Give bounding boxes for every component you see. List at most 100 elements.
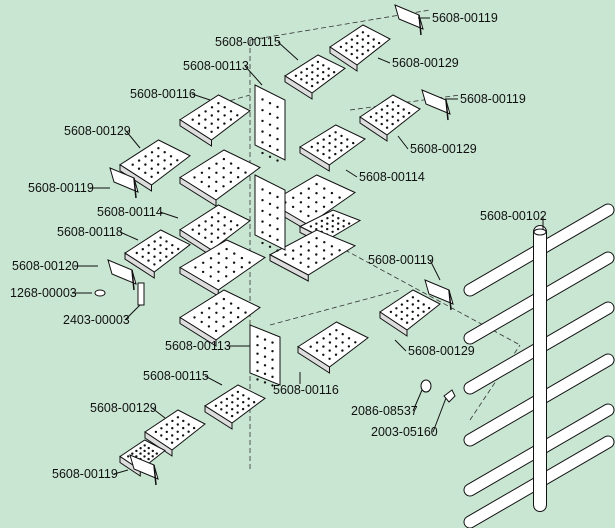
perforation-hole (223, 114, 226, 117)
part-number-label: 5608-00119 (432, 11, 498, 25)
perforation-hole (231, 408, 234, 411)
perforation-hole (261, 108, 264, 112)
perforation-hole (276, 195, 279, 199)
perforation-hole (244, 311, 247, 314)
pin-2403-00003 (137, 282, 145, 306)
perforation-hole (397, 104, 400, 108)
perforation-hole (247, 404, 250, 407)
perforation-hole (155, 452, 158, 455)
perforation-hole (299, 201, 303, 204)
perforation-hole (320, 219, 324, 223)
perforation-hole (386, 104, 389, 108)
perforation-hole (229, 311, 233, 314)
perforation-hole (236, 411, 239, 414)
bracket (109, 167, 139, 199)
perforation-hole (417, 299, 420, 303)
perforation-hole (400, 317, 403, 321)
perforation-hole (400, 310, 403, 314)
perforation-hole (215, 320, 218, 323)
part-number-label: 5608-00118 (57, 225, 123, 239)
perforation-hole (229, 180, 232, 183)
part-number-label: 5608-00129 (64, 124, 131, 138)
perforation-hole (299, 253, 303, 256)
perforation-hole (331, 225, 334, 228)
perforation-hole (305, 67, 309, 71)
perforation-hole (268, 192, 272, 195)
perforation-hole (171, 434, 174, 437)
perforation-hole (411, 310, 414, 313)
pipe-rack-5608-00102 (463, 203, 615, 528)
perforation-hole (299, 261, 302, 264)
perforation-hole (276, 206, 279, 209)
perforation-hole (210, 224, 213, 227)
perforation-hole (345, 49, 348, 52)
perforation-hole (229, 228, 233, 231)
perforation-hole (165, 247, 168, 251)
perforation-hole (407, 111, 411, 115)
perforation-hole (261, 151, 264, 155)
perforation-hole (131, 163, 134, 166)
perforation-hole (217, 279, 220, 283)
tray-edge (179, 176, 217, 207)
part-number-label: 5608-00120 (12, 259, 79, 273)
tray-edge (179, 316, 217, 347)
perforation-hole (215, 302, 218, 305)
perforation-hole (182, 419, 185, 423)
elbow-2003-05160 (443, 389, 456, 403)
perforation-hole (157, 163, 160, 166)
tray (204, 384, 266, 430)
perforation-hole (261, 198, 264, 202)
perforation-hole (197, 232, 201, 235)
perforation-hole (225, 411, 228, 414)
perforation-hole (141, 255, 144, 258)
perforation-hole (300, 71, 303, 74)
perforation-hole (334, 353, 338, 356)
perforation-hole (261, 231, 264, 234)
perforation-hole (147, 457, 150, 461)
perforation-hole (294, 74, 298, 78)
perforation-hole (208, 167, 211, 170)
perforation-hole (361, 45, 364, 48)
tray (179, 94, 251, 147)
perforation-hole (291, 257, 295, 260)
leader-line (397, 135, 409, 150)
perforation-hole (261, 209, 264, 213)
perforation-hole (397, 111, 400, 115)
vertical-panel (254, 84, 286, 162)
perforation-hole (153, 240, 156, 243)
perforation-hole (231, 401, 234, 404)
bracket-face (109, 167, 139, 193)
perforation-hole (150, 159, 153, 162)
perforation-hole (380, 108, 384, 111)
vertical-panel (254, 174, 286, 252)
tray-edge (124, 252, 155, 279)
leader-line (394, 339, 407, 352)
perforation-hole (268, 134, 272, 137)
perforation-hole (385, 126, 389, 129)
perforation-hole (241, 407, 245, 411)
perforation-hole (340, 134, 343, 138)
perforation-hole (223, 106, 226, 109)
perforation-hole (151, 449, 154, 453)
perforation-hole (268, 102, 272, 105)
perforation-hole (307, 241, 310, 244)
tray-face (179, 204, 251, 251)
perforation-hole (217, 212, 220, 215)
perforation-hole (330, 245, 334, 248)
tray-edge (179, 118, 212, 147)
perforation-hole (165, 430, 168, 434)
perforation-hole (204, 118, 207, 121)
perforation-hole (208, 307, 211, 310)
bracket (129, 454, 159, 486)
perforation-hole (411, 303, 414, 306)
part-number-label: 5608-00113 (183, 59, 249, 73)
perforation-hole (316, 81, 319, 84)
perforation-hole (244, 171, 247, 174)
perforation-hole (207, 176, 211, 179)
perforation-hole (395, 314, 398, 317)
bracket (394, 4, 424, 36)
bracket-face (107, 259, 137, 285)
perforation-hole (139, 447, 142, 450)
perforation-hole (163, 167, 166, 170)
perforation-hole (311, 71, 314, 74)
